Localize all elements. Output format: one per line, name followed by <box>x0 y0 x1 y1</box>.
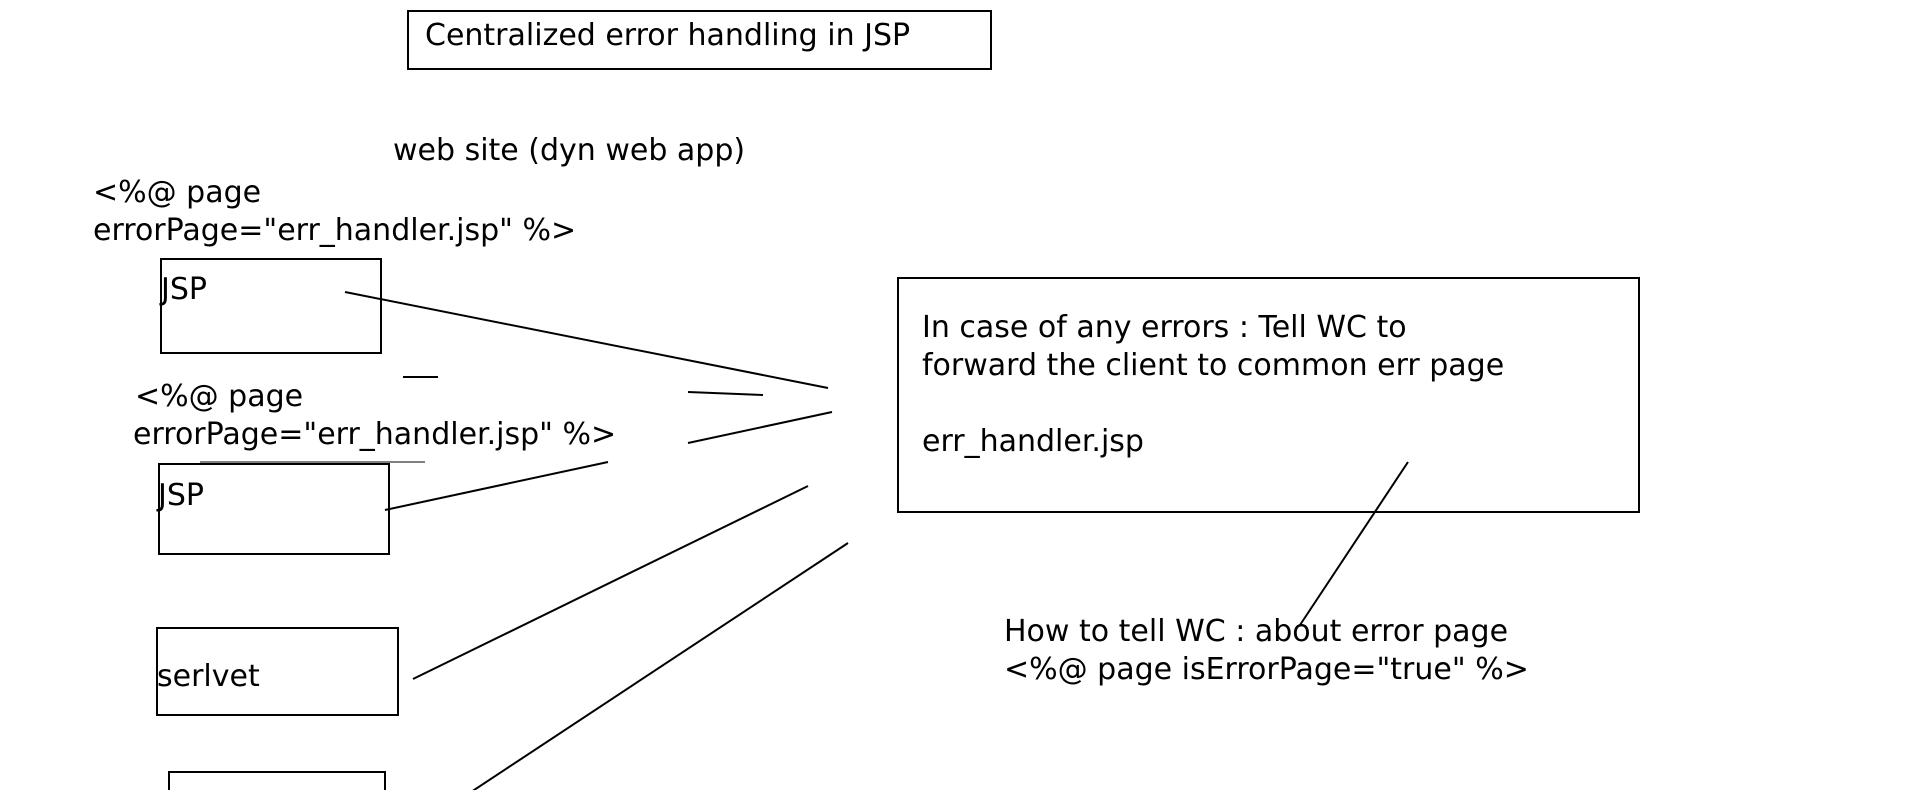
jsp-box-1-label: JSP <box>161 272 207 307</box>
bottom-box-partial <box>168 771 386 790</box>
directive-1-line1: <%@ page <box>93 175 262 210</box>
diagram-title: Centralized error handling in JSP <box>425 18 911 53</box>
error-box-line2: forward the client to common err page <box>922 348 1505 383</box>
directive-2-line1: <%@ page <box>135 379 304 414</box>
connector-directive2-to-errorbox <box>687 411 833 444</box>
error-box-line1: In case of any errors : Tell WC to <box>922 310 1407 345</box>
directive-2-line2: errorPage="err_handler.jsp" %> <box>133 417 617 452</box>
diagram-subtitle: web site (dyn web app) <box>393 133 746 168</box>
error-box-line3: err_handler.jsp <box>922 424 1144 459</box>
title-box <box>407 10 992 70</box>
error-handling-box <box>897 277 1640 513</box>
note-line1: How to tell WC : about error page <box>1004 614 1509 649</box>
connector-bottom-to-errorbox <box>472 542 849 790</box>
note-line2: <%@ page isErrorPage="true" %> <box>1004 652 1529 687</box>
jsp-box-2 <box>158 463 390 555</box>
jsp-box-1 <box>160 258 382 354</box>
servlet-box-label: serlvet <box>157 659 260 694</box>
connector-jsp2-to-errorbox <box>384 461 609 511</box>
connector-servlet-to-errorbox <box>412 485 809 680</box>
directive-1-line2: errorPage="err_handler.jsp" %> <box>93 213 577 248</box>
servlet-box <box>156 627 399 716</box>
stray-mark <box>687 391 764 396</box>
connector-errorbox-to-note <box>1299 461 1409 626</box>
jsp-box-2-label: JSP <box>158 478 204 513</box>
connector-jsp1-to-errorbox <box>344 291 829 389</box>
